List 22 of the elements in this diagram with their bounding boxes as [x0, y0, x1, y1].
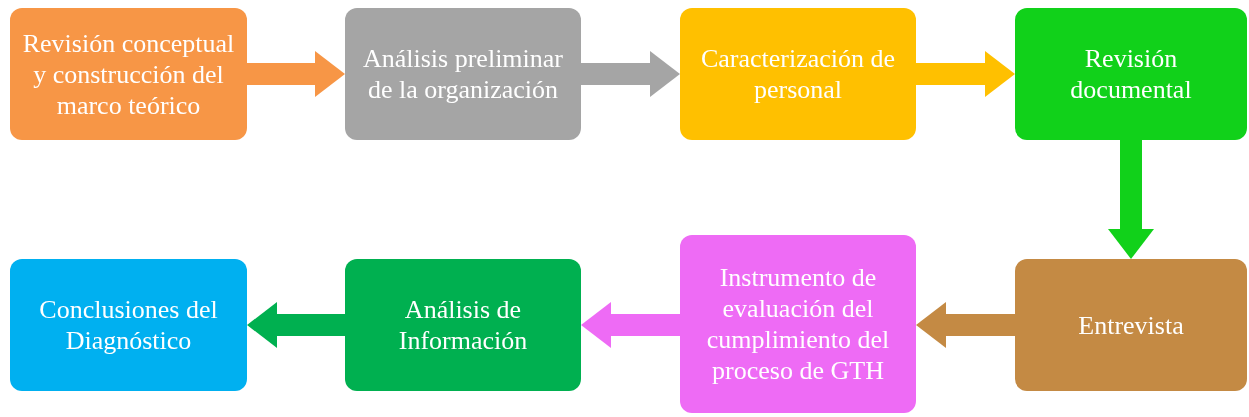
- step-label: Caracterización de personal: [699, 43, 897, 105]
- process-box: [345, 259, 581, 391]
- block-arrow: [916, 302, 1015, 348]
- step-label: Revisión conceptual y construcción del marco teórico: [22, 27, 235, 121]
- step-label: Análisis de Información: [397, 294, 529, 356]
- block-arrow: [581, 302, 680, 348]
- process-box: [1015, 259, 1247, 391]
- process-box: [1015, 8, 1247, 140]
- block-arrow: [1108, 140, 1154, 259]
- step-label: Instrumento de evaluación del cumplimiento del proceso de GTH: [705, 262, 891, 386]
- block-arrow: [916, 51, 1015, 97]
- process-box: [680, 8, 916, 140]
- block-arrow: [581, 51, 680, 97]
- process-box: [345, 8, 581, 140]
- step-label: Entrevista: [1078, 309, 1184, 341]
- step-label: Conclusiones del Diagnóstico: [38, 294, 219, 356]
- step-label: Revisión documental: [1069, 43, 1193, 105]
- process-box: [10, 259, 247, 391]
- process-box: [680, 235, 916, 413]
- step-label: Análisis preliminar de la organización: [362, 43, 564, 105]
- process-box: [10, 8, 247, 140]
- block-arrow: [247, 51, 345, 97]
